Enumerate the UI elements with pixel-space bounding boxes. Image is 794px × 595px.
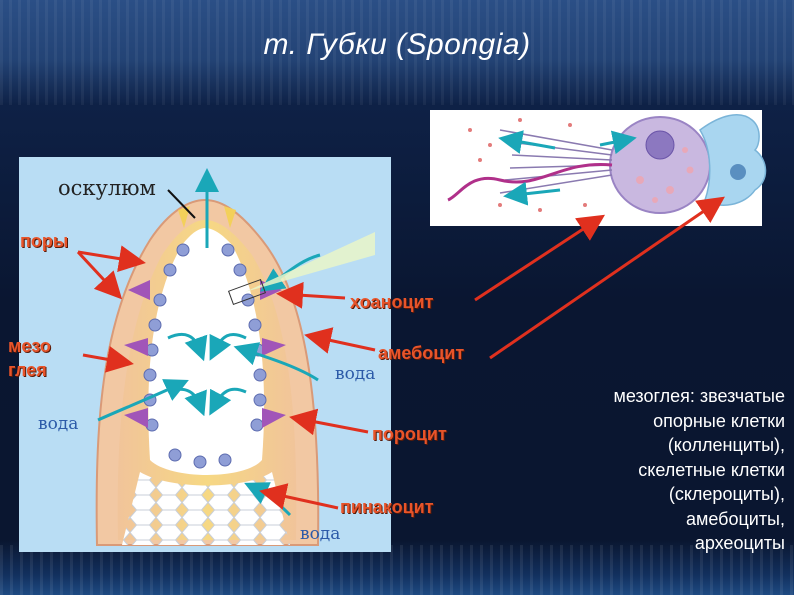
mesoglea-label-line-1: мезо [8, 336, 51, 356]
description-line: амебоциты, [685, 508, 785, 529]
label-pointer-arrows [76, 196, 725, 510]
sponge-body [95, 198, 320, 546]
choanocyte-label: хоаноцит [350, 292, 434, 312]
amoebocyte-label: амебоцит [378, 343, 465, 363]
magnification-beam [245, 232, 375, 292]
description-line: (колленциты), [667, 435, 785, 455]
description-line: опорные клетки [653, 410, 785, 431]
osculum-pointer [167, 189, 196, 219]
footer-band [0, 545, 794, 595]
description-line: мезоглея: звезчатые [613, 386, 785, 406]
description-line: археоциты [694, 533, 785, 553]
mesoglea-label: мезо глея [8, 334, 51, 382]
magnified-region-box [227, 278, 267, 306]
mesoglea-label-line-2: глея [8, 360, 47, 380]
osculum-label: оскулюм [58, 176, 156, 200]
choanocyte-illustration [447, 114, 767, 214]
description-line: скелетные клетки [638, 459, 785, 480]
slide-title: т. Губки (Spongia) [263, 28, 531, 61]
pinacocyte-label: пинакоцит [340, 497, 434, 517]
description-line: (склероциты), [668, 484, 785, 504]
water-label-left: вода [38, 414, 79, 434]
pores-label: поры [20, 231, 69, 251]
porocyte-label: пороцит [372, 424, 447, 444]
header-band [0, 0, 794, 105]
mesoglea-description: мезоглея: звезчатые опорные клетки (колл… [545, 384, 785, 556]
water-label-bottom: вода [300, 524, 341, 544]
water-label-right: вода [335, 364, 376, 384]
